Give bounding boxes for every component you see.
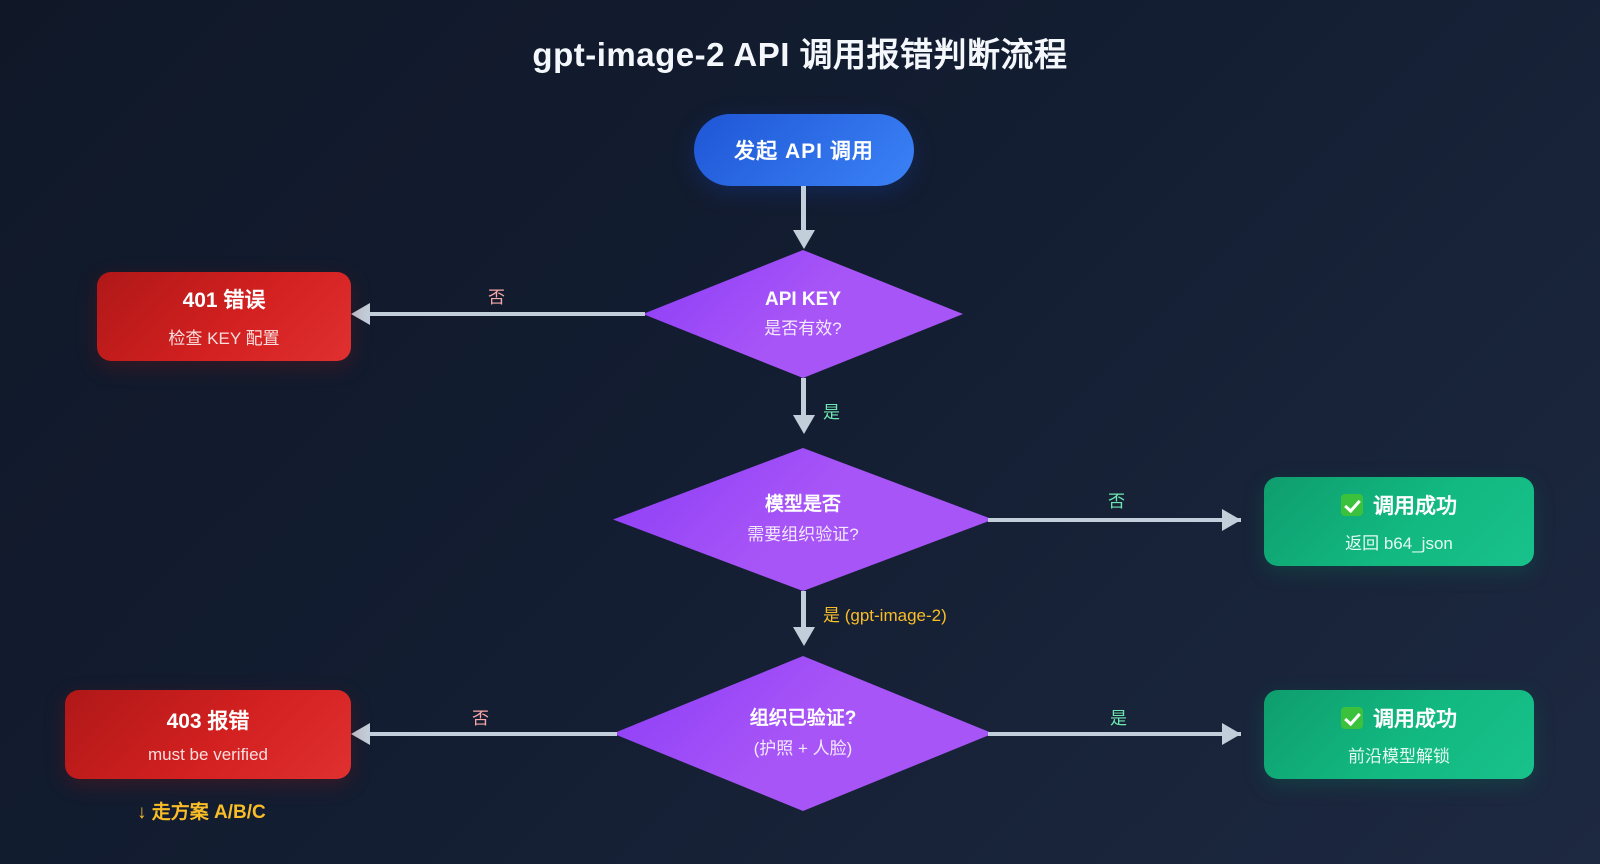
node-success-b64-line1: 调用成功 <box>1341 490 1457 520</box>
connector-orgverified-to-success-frontier <box>988 732 1241 736</box>
arrowhead-orgverified-to-success-frontier <box>1222 723 1241 745</box>
node-error-401-line1: 401 错误 <box>182 289 266 312</box>
connector-apikey-to-401 <box>370 312 645 316</box>
connector-start-to-apikey <box>801 186 806 236</box>
edge-label-orgrequired-no: 否 <box>1108 492 1125 511</box>
connector-orgrequired-to-success-b64 <box>988 518 1241 522</box>
arrowhead-orgrequired-to-orgverified <box>793 627 815 646</box>
node-error-401[interactable]: 401 错误 检查 KEY 配置 <box>97 272 351 361</box>
node-decision-apikey-line1: API KEY <box>764 288 842 310</box>
arrowhead-apikey-to-orgrequired <box>793 415 815 434</box>
node-decision-org-verified[interactable]: 组织已验证? (护照 + 人脸) <box>613 656 993 811</box>
node-success-b64-line2: 返回 b64_json <box>1345 533 1453 553</box>
arrowhead-start-to-apikey <box>793 230 815 249</box>
edge-label-apikey-yes: 是 <box>823 403 840 422</box>
node-success-frontier-line1: 调用成功 <box>1341 703 1457 733</box>
node-decision-org-required-line2: 需要组织验证? <box>747 524 859 544</box>
node-error-403-line1: 403 报错 <box>166 709 250 733</box>
white-check-mark-icon <box>1341 706 1363 729</box>
page-title: gpt-image-2 API 调用报错判断流程 <box>532 36 1068 73</box>
edge-label-orgverified-no: 否 <box>472 709 489 728</box>
node-error-403-line2: must be verified <box>148 744 268 764</box>
node-decision-org-required[interactable]: 模型是否 需要组织验证? <box>613 448 993 591</box>
node-decision-apikey-line2: 是否有效? <box>764 319 842 339</box>
node-success-frontier-line2: 前沿模型解锁 <box>1348 746 1450 766</box>
node-decision-apikey[interactable]: API KEY 是否有效? <box>643 250 963 378</box>
connector-orgrequired-to-orgverified <box>801 591 806 633</box>
node-error-401-line2: 检查 KEY 配置 <box>168 329 280 348</box>
arrowhead-orgverified-to-403 <box>351 723 370 745</box>
edge-label-orgrequired-yes: 是 (gpt-image-2) <box>823 606 947 625</box>
node-start-label: 发起 API 调用 <box>734 140 874 163</box>
node-start[interactable]: 发起 API 调用 <box>694 114 914 186</box>
note-fallback-plan: ↓ 走方案 A/B/C <box>137 802 266 823</box>
node-error-403[interactable]: 403 报错 must be verified <box>65 690 351 779</box>
node-decision-org-verified-line1: 组织已验证? <box>749 708 857 730</box>
arrowhead-orgrequired-to-success-b64 <box>1222 509 1241 531</box>
arrowhead-apikey-to-401 <box>351 303 370 325</box>
node-decision-org-required-line1: 模型是否 <box>764 494 841 516</box>
node-success-b64-text: 调用成功 <box>1373 494 1457 518</box>
node-decision-org-verified-line2: (护照 + 人脸) <box>753 738 853 758</box>
connector-apikey-to-orgrequired <box>801 378 806 421</box>
edge-label-orgverified-yes: 是 <box>1110 709 1127 728</box>
node-success-frontier-text: 调用成功 <box>1373 707 1457 731</box>
edge-label-apikey-no: 否 <box>488 288 505 307</box>
node-success-frontier[interactable]: 调用成功 前沿模型解锁 <box>1264 690 1534 779</box>
node-success-b64[interactable]: 调用成功 返回 b64_json <box>1264 477 1534 566</box>
connector-orgverified-to-403 <box>370 732 617 736</box>
white-check-mark-icon <box>1341 493 1363 516</box>
